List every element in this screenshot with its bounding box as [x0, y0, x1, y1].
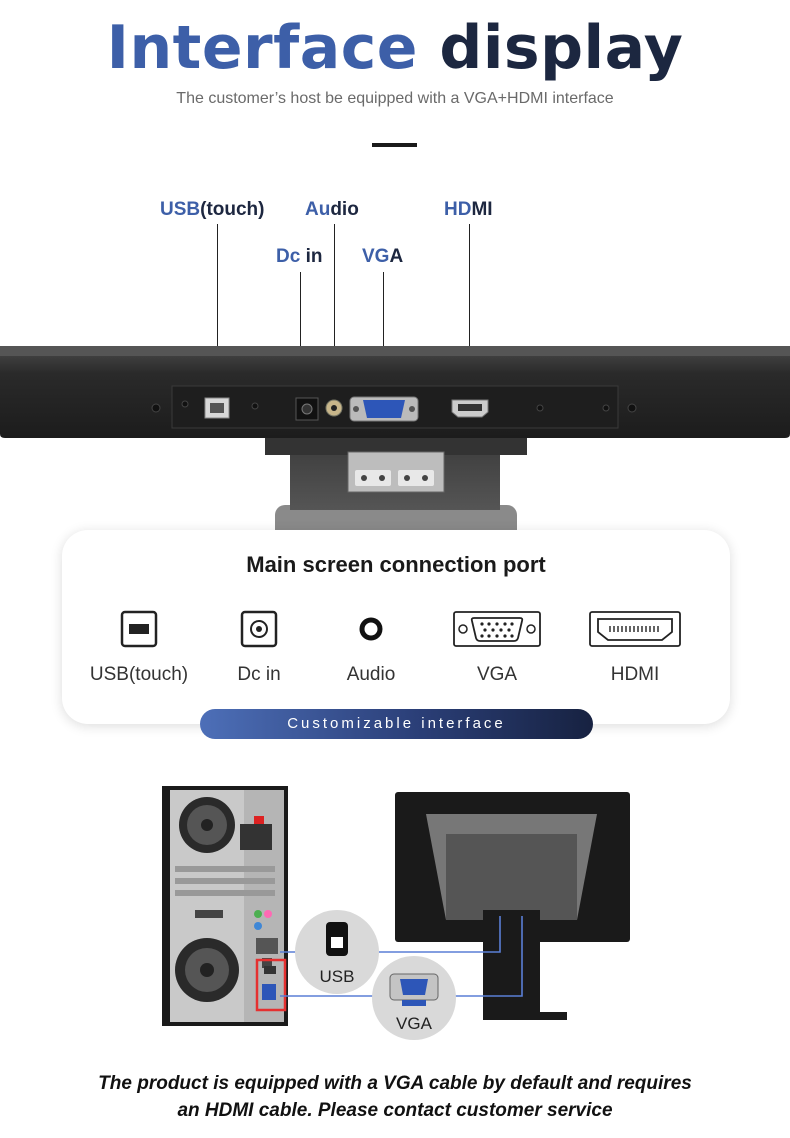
leader-line-usb — [217, 224, 218, 396]
hdmi-port-icon — [589, 611, 681, 647]
callout-hdmi: HDMI — [444, 199, 493, 220]
page-title: Interface display — [0, 12, 790, 84]
dc-jack-icon — [240, 610, 278, 648]
monitor-bottom-image — [0, 346, 790, 540]
page-subtitle: The customer’s host be equipped with a V… — [176, 90, 614, 107]
leader-line-vga — [383, 272, 384, 396]
footer-note: The product is equipped with a VGA cable… — [0, 1070, 790, 1124]
monitor-back-image — [395, 792, 630, 1020]
footer-line-1: The product is equipped with a VGA cable… — [98, 1073, 692, 1094]
callout-vga: VGA — [362, 246, 404, 267]
audio-jack-icon — [359, 617, 383, 641]
leader-line-dc-in — [300, 272, 301, 396]
highlighted-ports-box — [255, 958, 287, 1012]
title-divider — [372, 143, 417, 147]
footer-line-2: an HDMI cable. Please contact customer s… — [177, 1100, 613, 1121]
usb-connector-icon — [326, 922, 348, 956]
connection-diagram: USB VGA — [162, 786, 630, 1040]
customizable-interface-banner: Customizable interface — [200, 709, 593, 739]
usb-b-port-icon — [120, 610, 158, 648]
leader-line-hdmi — [469, 224, 470, 396]
callout-usb-touch: USB(touch) — [160, 199, 265, 220]
vga-bubble-label: VGA — [396, 1014, 433, 1033]
title-part-2: display — [439, 13, 684, 83]
callout-audio: Audio — [305, 199, 359, 220]
vga-connector-icon — [389, 973, 439, 1006]
title-part-1: Interface — [106, 13, 418, 83]
leader-line-audio — [334, 224, 335, 394]
vga-port-icon — [453, 611, 541, 647]
usb-bubble-label: USB — [320, 967, 355, 986]
callout-dc-in: Dc in — [276, 246, 323, 267]
ports-card-title: Main screen connection port — [246, 552, 546, 577]
pc-tower-image — [162, 786, 288, 1026]
